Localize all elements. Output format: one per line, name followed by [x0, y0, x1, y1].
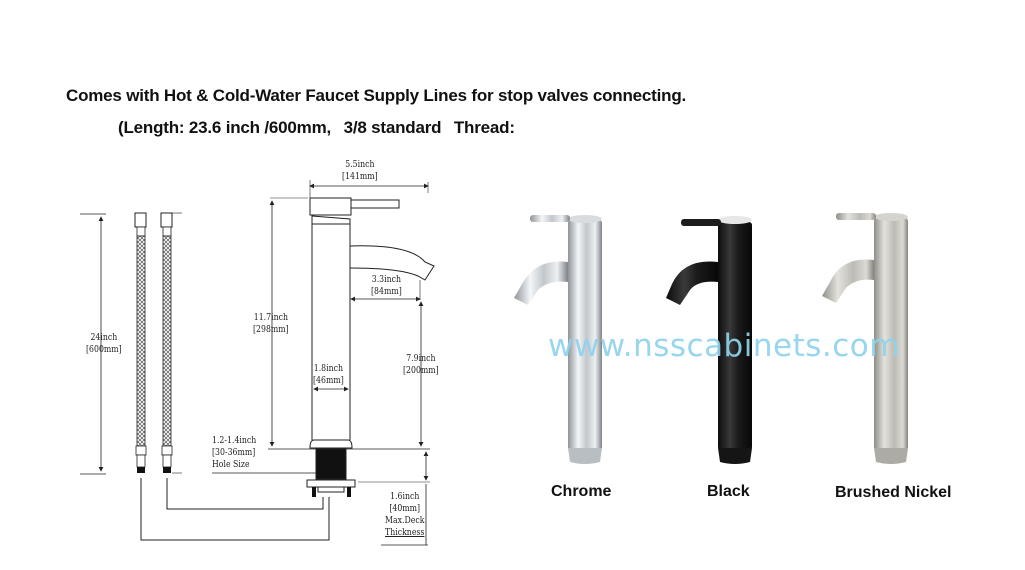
supply-lines-drawing — [80, 212, 330, 541]
dim-supply-line-length: 24inch [600mm] — [86, 332, 122, 355]
faucet-black-image — [666, 216, 752, 464]
faucet-brushed-nickel-image — [822, 213, 908, 464]
subline-thread: Thread: — [453, 118, 515, 137]
finish-label-brushed-nickel: Brushed Nickel — [835, 484, 952, 501]
watermark: www.nsscabinets.com — [548, 328, 900, 364]
dim-deck-thickness: 1.6inch [40mm] Max.Deck Thickness — [385, 491, 425, 538]
subline-length: (Length: 23.6 inch /600mm, — [118, 118, 332, 137]
dim-spout-height: 7.9inch [200mm] — [403, 353, 439, 376]
finish-label-black: Black — [707, 483, 750, 500]
subline-standard: 3/8 standard — [343, 118, 442, 137]
dim-hole-size: 1.2-1.4inch [30-36mm] Hole Size — [212, 435, 257, 470]
dim-spout-reach: 3.3inch [84mm] — [371, 274, 402, 297]
faucet-drawing — [212, 180, 435, 546]
dim-height: 11.7inch [298mm] — [253, 312, 289, 335]
faucet-chrome-image — [514, 215, 602, 464]
dim-overall-reach: 5.5inch [141mm] — [342, 159, 378, 182]
dim-body-diameter: 1.8inch [46mm] — [313, 363, 344, 386]
finish-label-chrome: Chrome — [551, 483, 612, 500]
subline: (Length: 23.6 inch /600mm, 3/8 standard … — [118, 118, 523, 138]
headline: Comes with Hot & Cold-Water Faucet Suppl… — [66, 86, 687, 105]
